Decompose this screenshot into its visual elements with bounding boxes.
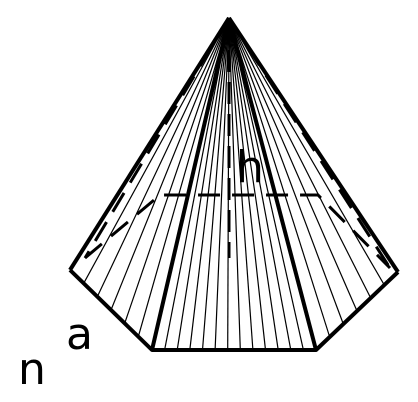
- hatch-line: [214, 17, 230, 351]
- hatch-line: [96, 17, 230, 297]
- hatch-line: [164, 17, 230, 351]
- hatch-line: [201, 17, 230, 351]
- hidden-base-back: [84, 193, 392, 270]
- hatch-line: [228, 17, 358, 312]
- hatch-line: [189, 17, 230, 351]
- hatch-line: [228, 17, 372, 299]
- label-height: h: [236, 142, 264, 193]
- hatch-line: [228, 17, 331, 338]
- edge-front-left: [150, 17, 231, 351]
- hatch-line: [228, 17, 267, 351]
- hatch-line: [228, 17, 292, 351]
- hatch-line: [228, 17, 241, 351]
- hatch-line: [176, 17, 230, 351]
- edge-front-right: [227, 17, 318, 351]
- hatch-line: [83, 17, 230, 284]
- label-side: a: [66, 309, 93, 360]
- edge-right: [227, 16, 400, 274]
- label-count: n: [18, 344, 46, 395]
- hatching: [83, 17, 385, 351]
- hatch-line: [228, 17, 385, 286]
- base-front: [68, 268, 400, 352]
- hatch-line: [228, 17, 344, 325]
- hatch-line: [124, 17, 230, 324]
- hatch-line: [228, 17, 279, 351]
- visible-edges: [68, 16, 400, 352]
- hatch-line: [228, 17, 304, 351]
- hatch-line: [137, 17, 230, 337]
- edge-left: [68, 16, 231, 272]
- hatch-line: [228, 17, 254, 351]
- hatch-line: [110, 17, 230, 311]
